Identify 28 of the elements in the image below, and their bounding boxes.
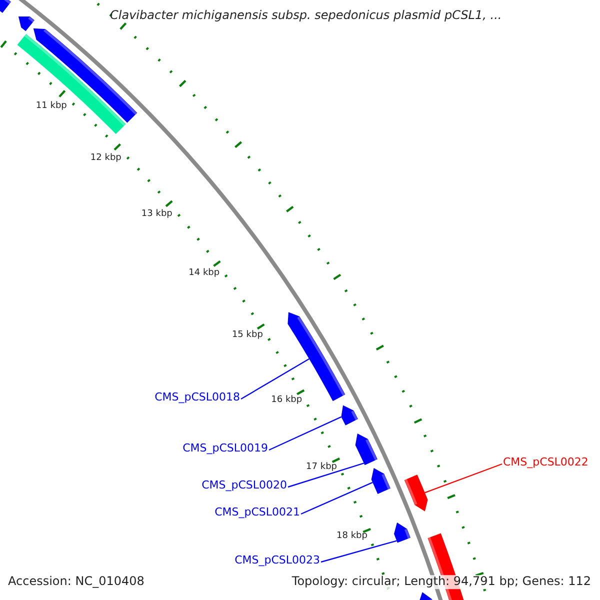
gene-feature (355, 434, 378, 466)
scale-label: 12 kbp (90, 152, 122, 164)
scale-label: 16 kbp (271, 394, 302, 406)
leader-line (300, 482, 373, 515)
scale-label: 15 kbp (232, 330, 263, 340)
gene-label: CMS_pCSL0018 (154, 392, 240, 404)
leader-line (424, 463, 502, 494)
scale-label: 17 kbp (306, 462, 337, 472)
gene-feature (371, 468, 390, 494)
gene-feature (404, 474, 428, 512)
map-title: Clavibacter michiganensis subsp. sepedonicus plasmid pCSL1, ... (110, 9, 502, 23)
leader-line (288, 462, 364, 488)
scale-label: 18 kbp (336, 531, 368, 542)
leader-line (268, 416, 342, 451)
gene-label: CMS_pCSL0020 (202, 480, 287, 492)
gene-label: CMS_pCSL0022 (503, 456, 588, 470)
accession-text: Accession: NC_010408 (8, 575, 144, 589)
leader-line (240, 358, 310, 400)
scale-label: 13 kbp (141, 208, 172, 220)
gene-feature (394, 522, 410, 543)
scale-label: 11 kbp (36, 100, 67, 111)
scale-label: 14 kbp (188, 268, 220, 278)
gene-feature (341, 405, 358, 426)
gene-label: CMS_pCSL0021 (214, 506, 300, 520)
gene-label: CMS_pCSL0019 (182, 442, 268, 456)
leader-line (320, 540, 397, 563)
topology-text: Topology: circular; Length: 94,791 bp; Genes: 112 (290, 575, 592, 589)
gene-label: CMS_pCSL0023 (234, 554, 320, 568)
